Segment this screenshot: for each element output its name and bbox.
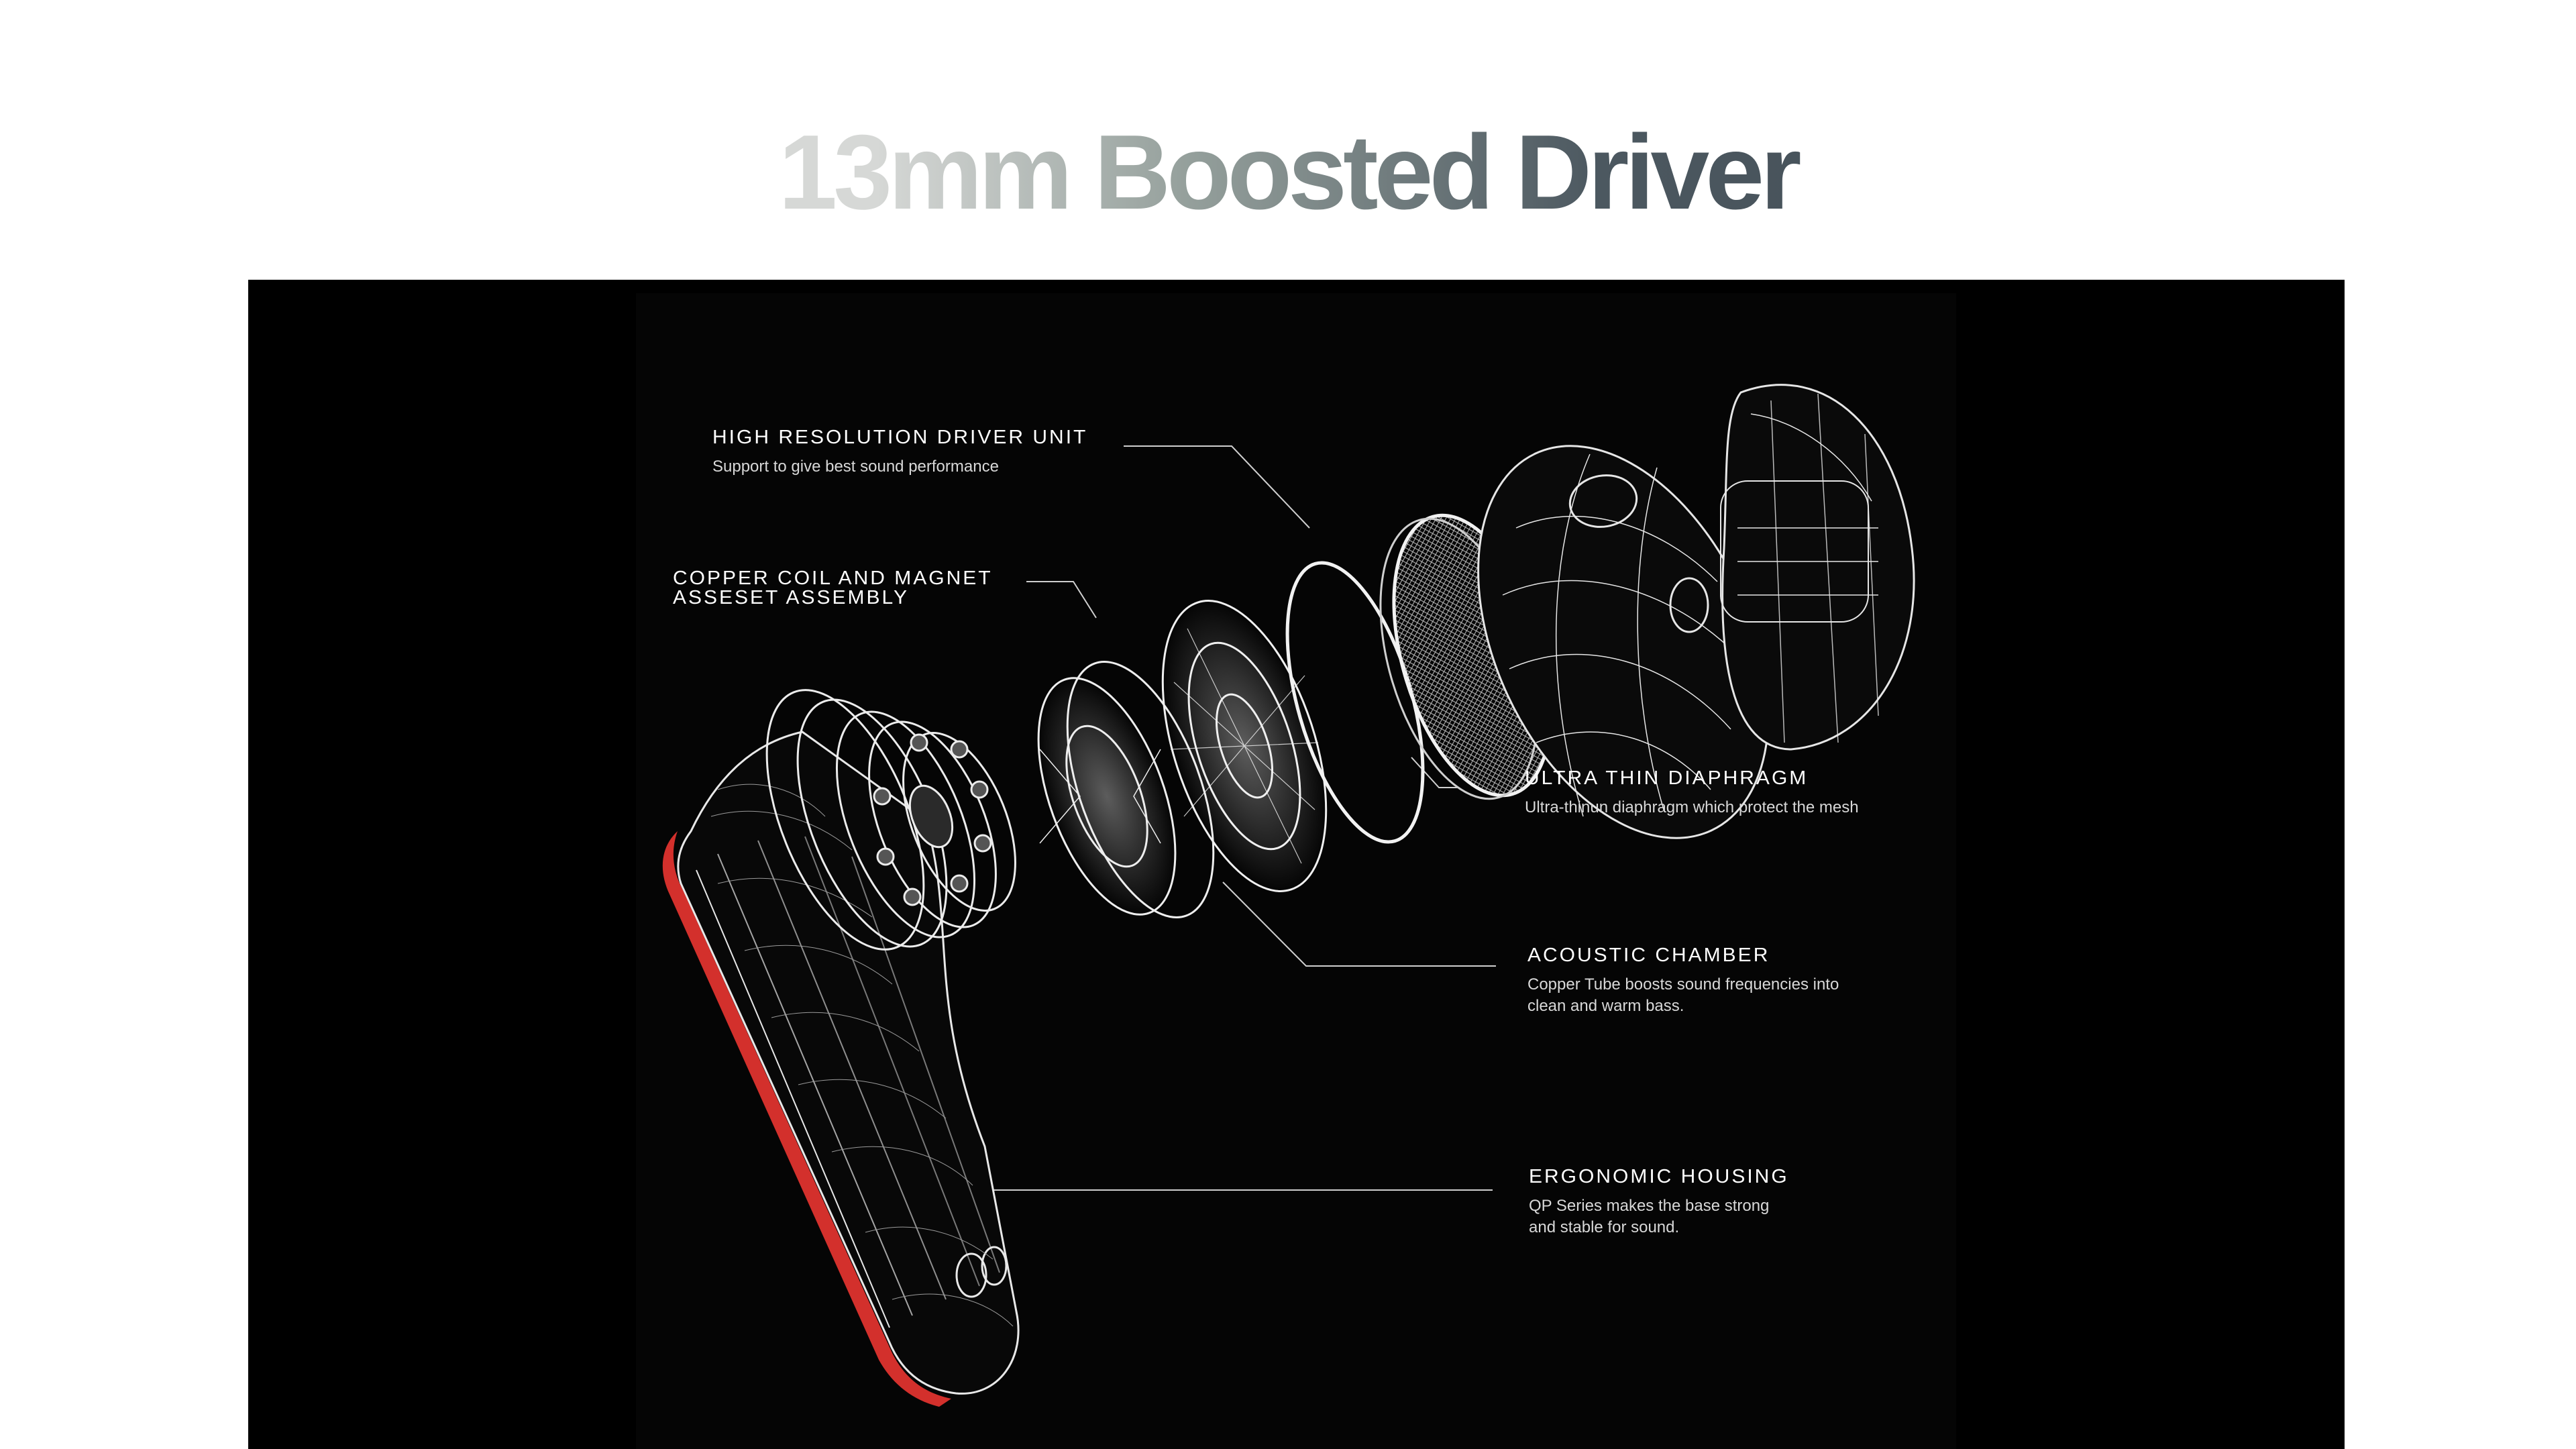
page-title: 13mm Boosted Driver — [0, 119, 2576, 225]
callout-acoustic-chamber-desc-line-1: Copper Tube boosts sound frequencies int… — [1527, 975, 1839, 994]
callout-coil-magnet-title: COPPER COIL AND MAGNET ASSESET ASSEMBLY — [673, 568, 993, 608]
callout-coil-magnet-title-line-1: COPPER COIL AND MAGNET — [673, 568, 993, 589]
callout-driver-unit-desc: Support to give best sound performance — [712, 458, 999, 476]
callout-acoustic-chamber: ACOUSTIC CHAMBER Copper Tube boosts soun… — [1527, 945, 1839, 1017]
callout-acoustic-chamber-desc: Copper Tube boosts sound frequencies int… — [1527, 974, 1839, 1017]
callout-coil-magnet: COPPER COIL AND MAGNET ASSESET ASSEMBLY — [673, 568, 993, 610]
callout-driver-unit: HIGH RESOLUTION DRIVER UNIT Support to g… — [712, 427, 1087, 478]
callout-acoustic-chamber-title: ACOUSTIC CHAMBER — [1527, 945, 1770, 966]
callout-ergonomic-housing-desc-line-2: and stable for sound. — [1529, 1218, 1680, 1237]
housing-wireframe — [677, 731, 1020, 1395]
exploded-earbud-wireframe-icon — [636, 293, 1956, 1449]
coil-magnet-assembly — [765, 689, 1016, 951]
callout-diaphragm-title: ULTRA THIN DIAPHRAGM — [1525, 767, 1809, 789]
callout-ergonomic-housing-desc-line-1: QP Series makes the base strong — [1529, 1197, 1770, 1216]
callout-ergonomic-housing-title: ERGONOMIC HOUSING — [1529, 1166, 1789, 1187]
callout-driver-unit-title: HIGH RESOLUTION DRIVER UNIT — [712, 427, 1088, 448]
callout-diaphragm-desc: Ultra-thinun diaphragm which protect the… — [1525, 798, 1859, 817]
diaphragm — [1161, 600, 1328, 892]
callout-coil-magnet-title-line-2: ASSESET ASSEMBLY — [673, 587, 910, 609]
page-title-text: 13mm Boosted Driver — [778, 113, 1798, 231]
leader-lines — [993, 445, 1496, 1191]
ear-tip — [1720, 384, 1915, 751]
callout-diaphragm: ULTRA THIN DIAPHRAGM Ultra-thinun diaphr… — [1525, 768, 1859, 818]
housing-grid — [710, 784, 1014, 1327]
callout-ergonomic-housing-desc: QP Series makes the base strong and stab… — [1529, 1195, 1789, 1238]
voice-coil-cone — [1037, 661, 1215, 918]
callout-acoustic-chamber-desc-line-2: clean and warm bass. — [1527, 997, 1684, 1016]
ear-cap — [1477, 445, 1770, 839]
callout-ergonomic-housing: ERGONOMIC HOUSING QP Series makes the ba… — [1529, 1167, 1789, 1238]
product-diagram-panel: HIGH RESOLUTION DRIVER UNIT Support to g… — [248, 280, 2345, 1449]
